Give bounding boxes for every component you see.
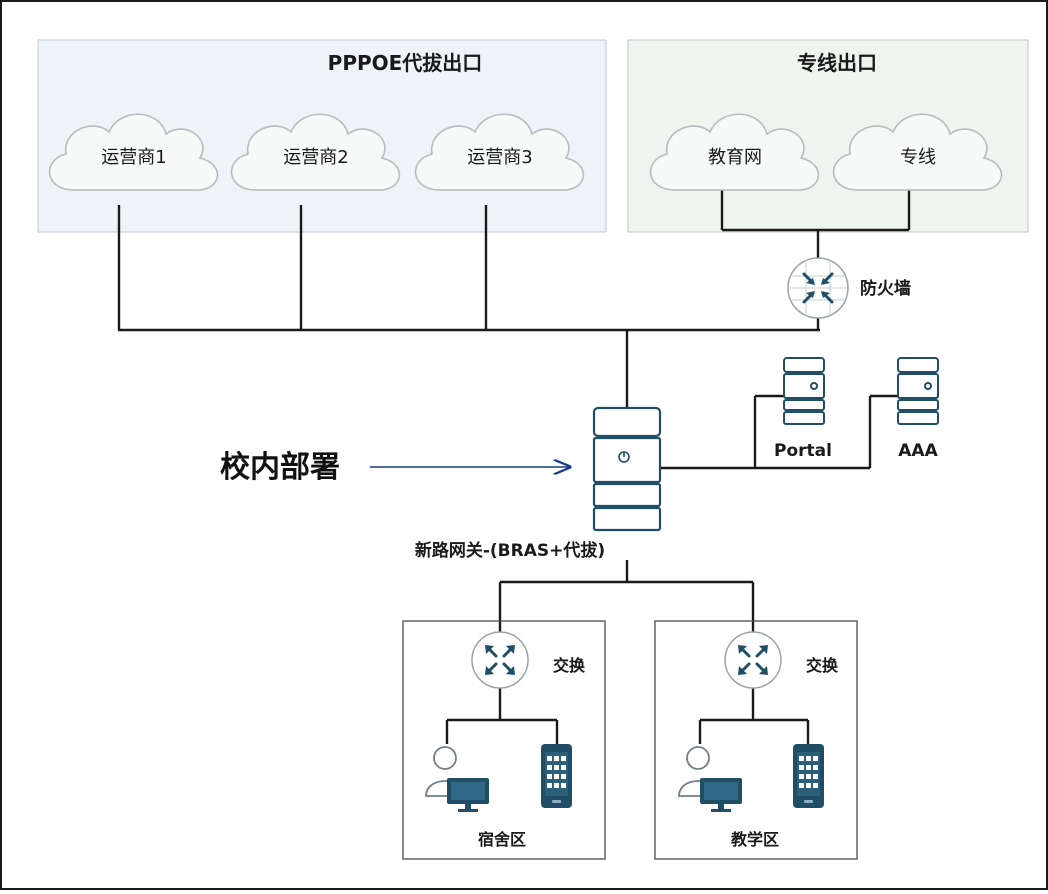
- aaa-server-icon: [897, 357, 939, 425]
- cloud-isp1-label: 运营商1: [101, 147, 166, 168]
- portal-label: Portal: [774, 441, 832, 461]
- pppoe-group-title: PPPOE代拔出口: [328, 51, 483, 75]
- switch-left-label: 交换: [553, 656, 586, 675]
- deploy-annotation: 校内部署: [220, 450, 340, 485]
- teaching-zone-label: 教学区: [731, 830, 779, 849]
- dorm-phone-icon: [541, 744, 572, 808]
- dorm-user-computer-icon: [425, 746, 489, 812]
- switch-right-label: 交换: [806, 656, 839, 675]
- cloud-isp3-label: 运营商3: [467, 147, 532, 168]
- cloud-leased-line: 专线: [832, 113, 1003, 191]
- cloud-edu-net: 教育网: [649, 113, 820, 191]
- aaa-label: AAA: [898, 441, 938, 461]
- connection-lines: [117, 190, 911, 744]
- gateway-label: 新路网关-(BRAS+代拔): [415, 540, 605, 561]
- cloud-isp1: 运营商1: [48, 113, 219, 191]
- cloud-isp2-label: 运营商2: [283, 147, 348, 168]
- teaching-user-computer-icon: [678, 746, 742, 812]
- gateway-server-icon: [592, 406, 662, 532]
- switch-right-icon: [724, 631, 782, 689]
- portal-server-icon: [783, 357, 825, 425]
- cloud-isp3: 运营商3: [414, 113, 585, 191]
- firewall-label: 防火墙: [860, 278, 911, 299]
- cloud-isp2: 运营商2: [230, 113, 401, 191]
- cloud-edu-label: 教育网: [708, 147, 762, 168]
- firewall-icon: [787, 257, 849, 319]
- teaching-zone-box: [654, 620, 858, 860]
- cloud-line-label: 专线: [900, 147, 936, 168]
- switch-left-icon: [471, 631, 529, 689]
- leased-group-title: 专线出口: [797, 51, 877, 75]
- teaching-phone-icon: [793, 744, 824, 808]
- dorm-zone-label: 宿舍区: [478, 830, 526, 849]
- dorm-zone-box: [402, 620, 606, 860]
